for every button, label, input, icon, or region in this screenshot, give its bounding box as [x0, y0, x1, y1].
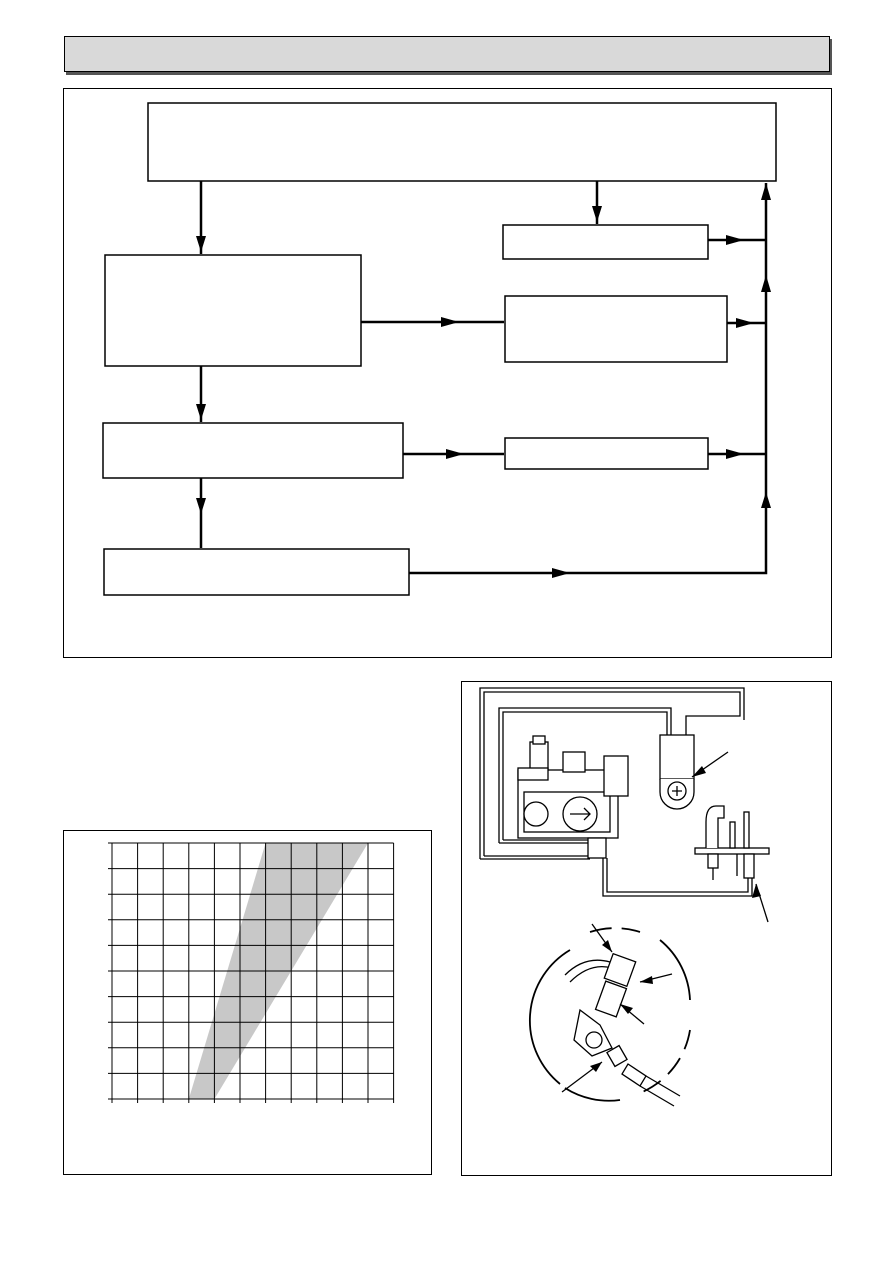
flow-box-right-1 — [502, 224, 709, 260]
graph-frame — [63, 830, 432, 1175]
flow-box-top — [147, 102, 777, 182]
flow-box-left-2 — [102, 422, 404, 479]
capillary-tube-outer — [483, 691, 741, 856]
detail-magnifier — [529, 927, 691, 1102]
flow-box-left-1 — [104, 254, 362, 367]
section-header-bar — [64, 36, 830, 72]
flowchart-frame — [63, 88, 832, 658]
connector-detail-icon — [564, 952, 681, 1107]
graph-grid — [108, 842, 395, 1103]
flow-box-right-2 — [504, 295, 728, 363]
valve-diagram-frame — [461, 681, 832, 1176]
gas-valve-icon — [517, 735, 629, 859]
capillary-tube-inner — [502, 711, 668, 840]
pilot-assembly-icon — [694, 805, 770, 880]
piezo-ignitor-icon — [659, 734, 695, 810]
thermocouple-lead — [602, 858, 753, 897]
connector-left3-return — [409, 490, 768, 575]
